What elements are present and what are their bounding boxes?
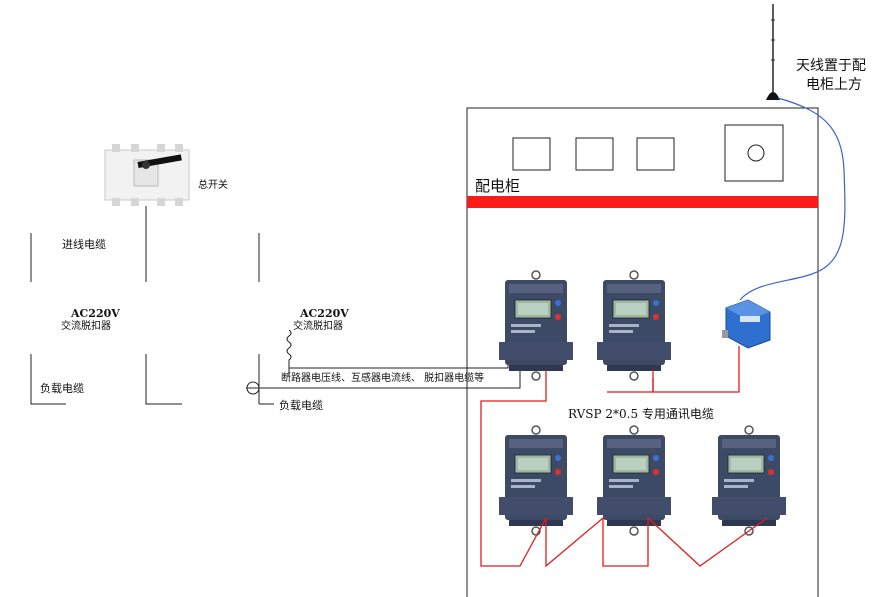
comm-cable-gateway xyxy=(652,346,740,393)
breaker1-load-line xyxy=(30,354,66,405)
energy-meter-icon xyxy=(596,270,672,381)
breaker1-voltage-label: AC220V xyxy=(70,307,120,320)
breaker3-trip-label: 交流脱扣器 xyxy=(293,319,343,332)
cabinet-window-3 xyxy=(636,137,675,171)
cabinet-window-4 xyxy=(724,124,784,182)
wireless-gateway-icon xyxy=(722,299,771,349)
antenna-note-line1: 天线置于配 xyxy=(796,58,866,74)
breaker3-voltage-label: AC220V xyxy=(299,307,349,320)
cabinet-window-1 xyxy=(512,137,551,171)
comm-cable-chain xyxy=(545,516,768,568)
energy-meter-icon xyxy=(711,425,787,536)
energy-meter-icon xyxy=(498,270,574,381)
cabinet-window-2 xyxy=(575,137,614,171)
load-cable-left-label: 负载电缆 xyxy=(40,381,84,395)
cabinet-red-band xyxy=(467,196,818,208)
trip-coil-icon xyxy=(286,329,292,376)
main-switch-label: 总开关 xyxy=(198,178,228,191)
energy-meter-icon xyxy=(498,425,574,536)
wire-description-label: 断路器电压线、互感器电流线、 脱扣器电缆等 xyxy=(281,371,484,384)
breaker1-trip-label: 交流脱扣器 xyxy=(61,319,111,332)
comm-cable-label: RVSP 2*0.5 专用通讯电缆 xyxy=(568,406,714,421)
incoming-cable-label: 进线电缆 xyxy=(62,237,106,251)
cabinet-label: 配电柜 xyxy=(475,177,520,195)
breaker2-load-line xyxy=(145,354,182,405)
antenna-note-line2: 电柜上方 xyxy=(806,77,862,93)
antenna-icon xyxy=(766,4,780,100)
cabinet-window-knob xyxy=(747,144,765,162)
antenna-cable xyxy=(739,97,846,301)
load-cable-right-label: 负载电缆 xyxy=(279,398,323,412)
comm-cable-left xyxy=(480,370,547,567)
isolator-switch-icon xyxy=(104,144,190,206)
energy-meter-icon xyxy=(596,425,672,536)
